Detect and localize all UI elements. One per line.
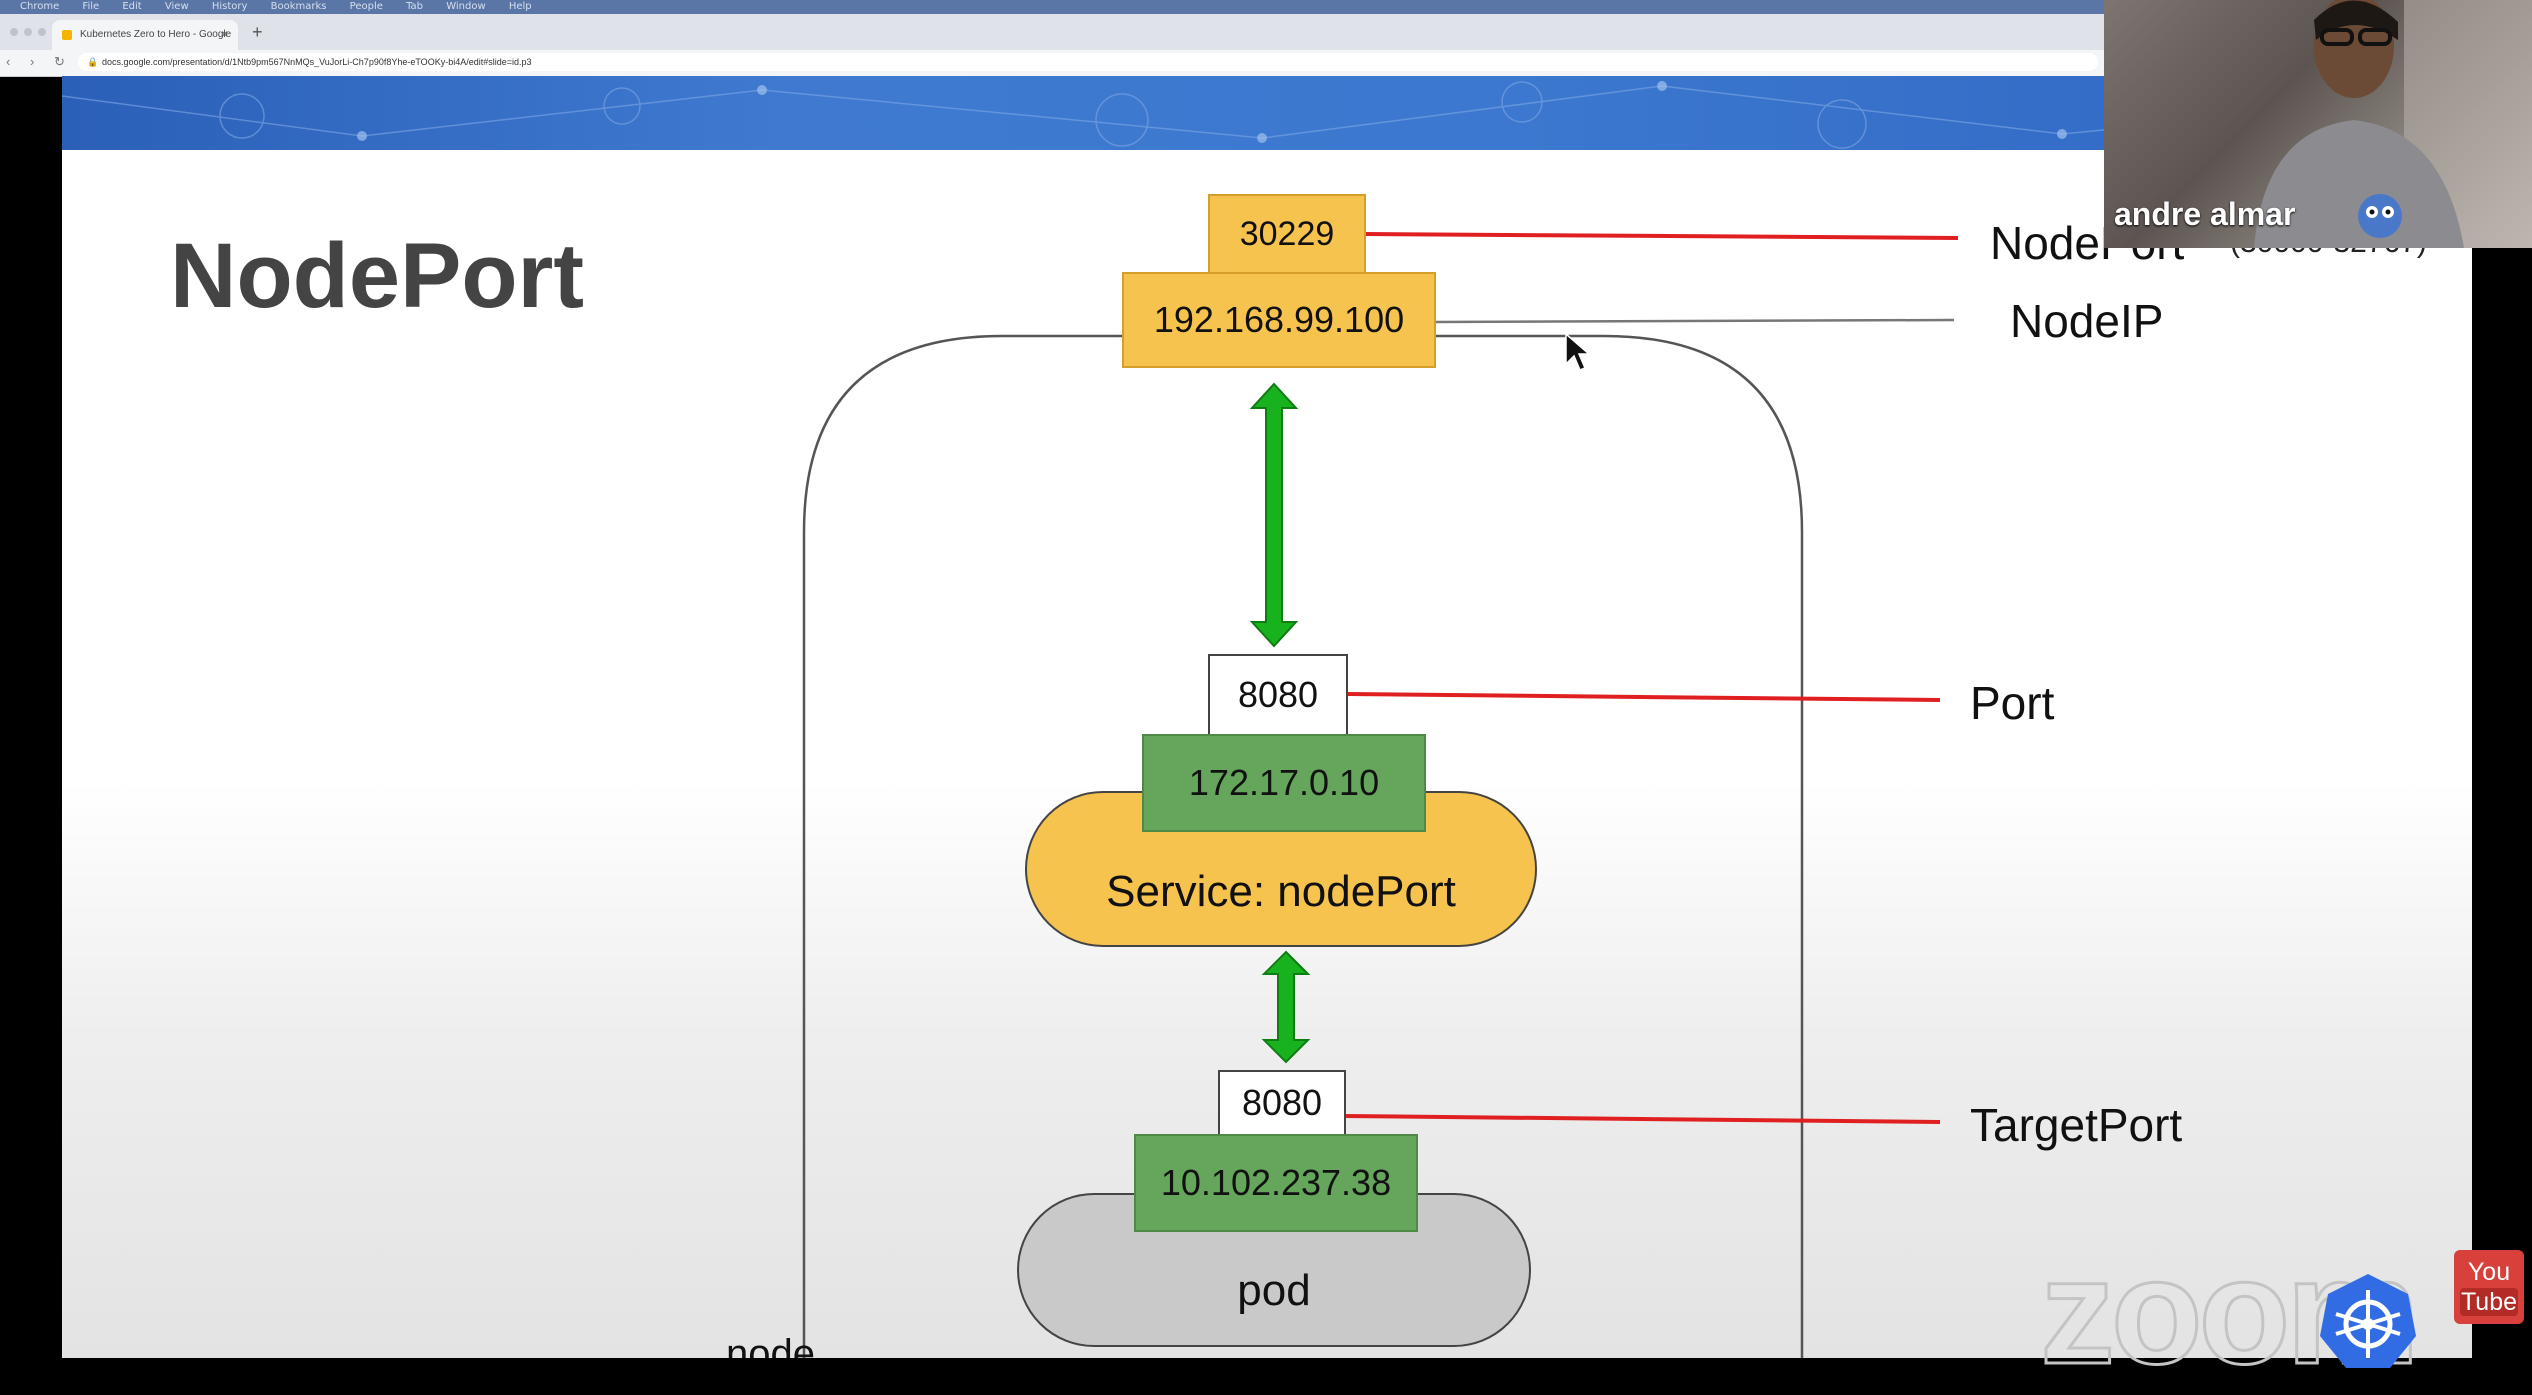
- menu-window[interactable]: Window: [446, 1, 486, 12]
- port-leader-line: [1347, 692, 1941, 702]
- browser-tab[interactable]: Kubernetes Zero to Hero - Google ×: [52, 20, 238, 50]
- lock-icon: 🔒: [87, 57, 99, 67]
- browser-tab-title: Kubernetes Zero to Hero - Google: [80, 29, 232, 40]
- k8s-mascot-icon: [2358, 194, 2402, 238]
- nodeport-box: 30229: [1208, 194, 1366, 274]
- url-text: docs.google.com/presentation/d/1Ntb9pm56…: [102, 57, 532, 67]
- kubernetes-logo-icon: [2320, 1274, 2416, 1368]
- slide-header-banner: [62, 76, 2472, 150]
- slides-favicon-icon: [62, 30, 72, 40]
- nodeip-term: NodeIP: [2010, 295, 2164, 347]
- participant-name: andre almar: [2114, 196, 2296, 232]
- mouse-cursor-icon: [1565, 332, 1590, 371]
- reload-icon[interactable]: ↻: [54, 54, 65, 69]
- slide-title: NodePort: [170, 225, 584, 327]
- window-minimize-dot[interactable]: [24, 28, 32, 36]
- participant-video[interactable]: andre almar: [2104, 0, 2532, 248]
- back-icon[interactable]: ‹: [6, 54, 11, 69]
- url-input[interactable]: 🔒 docs.google.com/presentation/d/1Ntb9pm…: [78, 53, 2098, 71]
- targetport-box: 8080: [1218, 1070, 1346, 1136]
- youtube-logo-top: You: [2467, 1258, 2511, 1286]
- participant-figure: [2254, 0, 2532, 248]
- menu-history[interactable]: History: [211, 1, 248, 12]
- nodeport-leader-line: [1365, 232, 1959, 240]
- window-close-dot[interactable]: [10, 28, 18, 36]
- nodeip-leader-line: [1433, 318, 1955, 324]
- targetport-term: TargetPort: [1970, 1099, 2183, 1151]
- menu-tab[interactable]: Tab: [406, 1, 424, 12]
- port-term: Port: [1970, 677, 2055, 729]
- menu-file[interactable]: File: [82, 1, 100, 12]
- pod-ip-box: 10.102.237.38: [1134, 1134, 1418, 1232]
- menu-view[interactable]: View: [164, 1, 189, 12]
- arrow-service-to-pod: [1261, 950, 1311, 1064]
- service-label: Service: nodePort: [1106, 867, 1456, 916]
- close-tab-icon[interactable]: ×: [220, 27, 228, 41]
- presentation-slide: NodePort 30229 192.168.99.100 8080 172.1…: [62, 76, 2472, 1358]
- menu-edit[interactable]: Edit: [122, 1, 142, 12]
- menu-help[interactable]: Help: [508, 1, 532, 12]
- forward-icon[interactable]: ›: [30, 54, 35, 69]
- youtube-logo-bottom: Tube: [2460, 1288, 2518, 1316]
- service-ip-box: 172.17.0.10: [1142, 734, 1426, 832]
- menu-chrome[interactable]: Chrome: [20, 1, 60, 12]
- new-tab-button[interactable]: +: [252, 22, 263, 42]
- nodeip-box: 192.168.99.100: [1122, 272, 1436, 368]
- mac-menubar: Chrome File Edit View History Bookmarks …: [0, 0, 2532, 14]
- targetport-leader-line: [1343, 1114, 1941, 1124]
- youtube-logo-icon: You Tube: [2454, 1250, 2524, 1324]
- pod-label: pod: [1237, 1266, 1311, 1315]
- port-box: 8080: [1208, 654, 1348, 736]
- node-label: node: [726, 1332, 815, 1358]
- window-zoom-dot[interactable]: [38, 28, 46, 36]
- arrow-nodeip-to-service: [1249, 382, 1299, 648]
- menu-bookmarks[interactable]: Bookmarks: [270, 1, 327, 12]
- menu-people[interactable]: People: [349, 1, 383, 12]
